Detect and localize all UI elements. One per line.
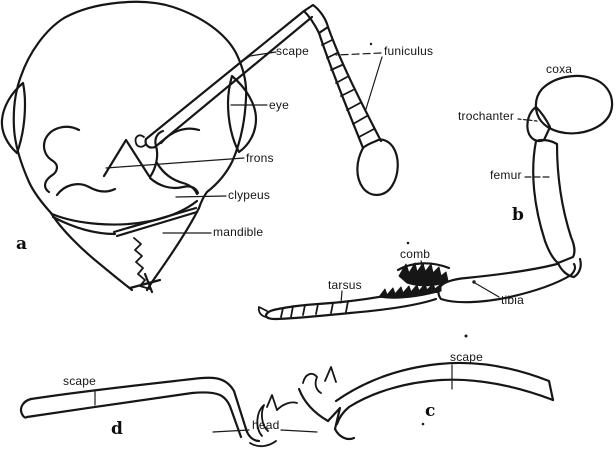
label-coxa: coxa: [546, 62, 573, 76]
leader-tibia: [474, 282, 500, 298]
scape-detail-right: [297, 361, 555, 441]
scape-condyle-loop: [134, 134, 146, 148]
leader-scape-head: [239, 51, 277, 64]
mandible-tip-cross-1: [128, 278, 162, 290]
antenna: [134, 3, 399, 196]
funiculus-edge-left: [317, 31, 365, 150]
leader-head-left: [212, 429, 250, 433]
leader-frons: [105, 157, 245, 169]
scape-lower-edge: [153, 15, 314, 149]
condyle-squiggle-d2: [276, 401, 298, 411]
panel-letter-b: b: [512, 205, 524, 225]
leader-clypeus: [175, 195, 227, 198]
label-eye: eye: [269, 98, 289, 112]
mandible-blade-upper: [112, 206, 198, 234]
tibia-shape: [437, 262, 577, 304]
scape-d-bottom-edge: [25, 391, 243, 439]
condyle-squiggle-d1: [256, 404, 269, 437]
label-frons: frons: [246, 151, 274, 165]
label-clypeus: clypeus: [228, 188, 271, 202]
label-femur: femur: [490, 168, 522, 182]
antenna-elbow: [302, 3, 330, 35]
funiculus-segment-dividers: [321, 39, 375, 138]
mandible-blade-lower: [115, 210, 199, 238]
label-trochanter: trochanter: [458, 109, 515, 123]
panel-letter-a: a: [16, 234, 28, 254]
leader-trochanter: [517, 118, 538, 122]
frons-triangle: [102, 138, 151, 178]
condyle-arc-d: [249, 440, 277, 448]
scape-d-left-cap: [19, 397, 33, 419]
head-front-view: [0, 0, 258, 294]
antennal-socket-arc: [159, 127, 201, 145]
antennal-club: [356, 138, 399, 196]
leader-tarsus: [340, 290, 343, 304]
scape-detail-left: [19, 376, 298, 448]
clypeus-mouth-curve: [50, 199, 199, 226]
coxa-shape: [534, 74, 614, 135]
leader-tibia-dot: [472, 280, 476, 284]
scape-c-top-edge: [334, 361, 555, 403]
frontal-lobe-left: [42, 125, 81, 194]
condyle-spur-d: [266, 394, 278, 411]
panel-letter-c: c: [425, 401, 436, 421]
comb-spines: [398, 262, 449, 287]
femur-shape: [532, 138, 576, 265]
scan-speckles: [369, 42, 468, 426]
trochanter-shape: [526, 105, 552, 143]
label-tibia: tibia: [501, 293, 525, 307]
head-capsule-outline: [12, 0, 248, 215]
panel-letter-d: d: [111, 419, 123, 439]
condyle-spur-c: [324, 366, 337, 383]
leg-side-view: [257, 74, 614, 321]
leader-funiculus-horizontal: [335, 52, 382, 56]
eye-left-shape: [0, 81, 27, 155]
leader-comb: [420, 260, 428, 276]
label-scape-head: scape: [276, 44, 310, 58]
condyle-zig-c: [326, 406, 356, 441]
label-tarsus: tarsus: [328, 278, 362, 292]
leader-lines: [94, 51, 553, 433]
label-head: head: [252, 418, 280, 432]
condyle-squiggle-c1: [302, 372, 322, 394]
eye-right-shape: [226, 74, 258, 154]
mandible-left-outer: [49, 211, 134, 292]
clypeus-scallop-left: [55, 183, 117, 197]
label-scape-left: scape: [63, 374, 97, 388]
scape-upper-edge: [144, 9, 306, 141]
pretarsus-claw: [257, 306, 268, 318]
leader-funiculus-diagonal: [365, 56, 383, 110]
knee-joint: [556, 257, 582, 279]
gena-curve-right: [155, 161, 199, 196]
leader-head-right: [280, 429, 318, 433]
funiculus-edge-right: [326, 25, 383, 143]
mandible-teeth-zigzag: [133, 237, 151, 290]
label-mandible: mandible: [213, 225, 264, 239]
mandible-blade-left: [51, 215, 117, 236]
scape-base-cap: [144, 137, 157, 149]
scape-d-top-edge: [29, 376, 261, 443]
condyle-sweep-c: [297, 387, 330, 423]
mandible-tip-cross-2: [143, 272, 154, 294]
label-funiculus: funiculus: [384, 44, 434, 58]
label-comb: comb: [400, 247, 431, 261]
label-scape-right: scape: [450, 350, 484, 364]
tarsus-outline: [264, 290, 440, 321]
tarsus-segment-dividers: [280, 300, 349, 318]
clypeus-scallop-right: [148, 176, 200, 195]
scape-c-bottom-edge: [335, 378, 555, 426]
